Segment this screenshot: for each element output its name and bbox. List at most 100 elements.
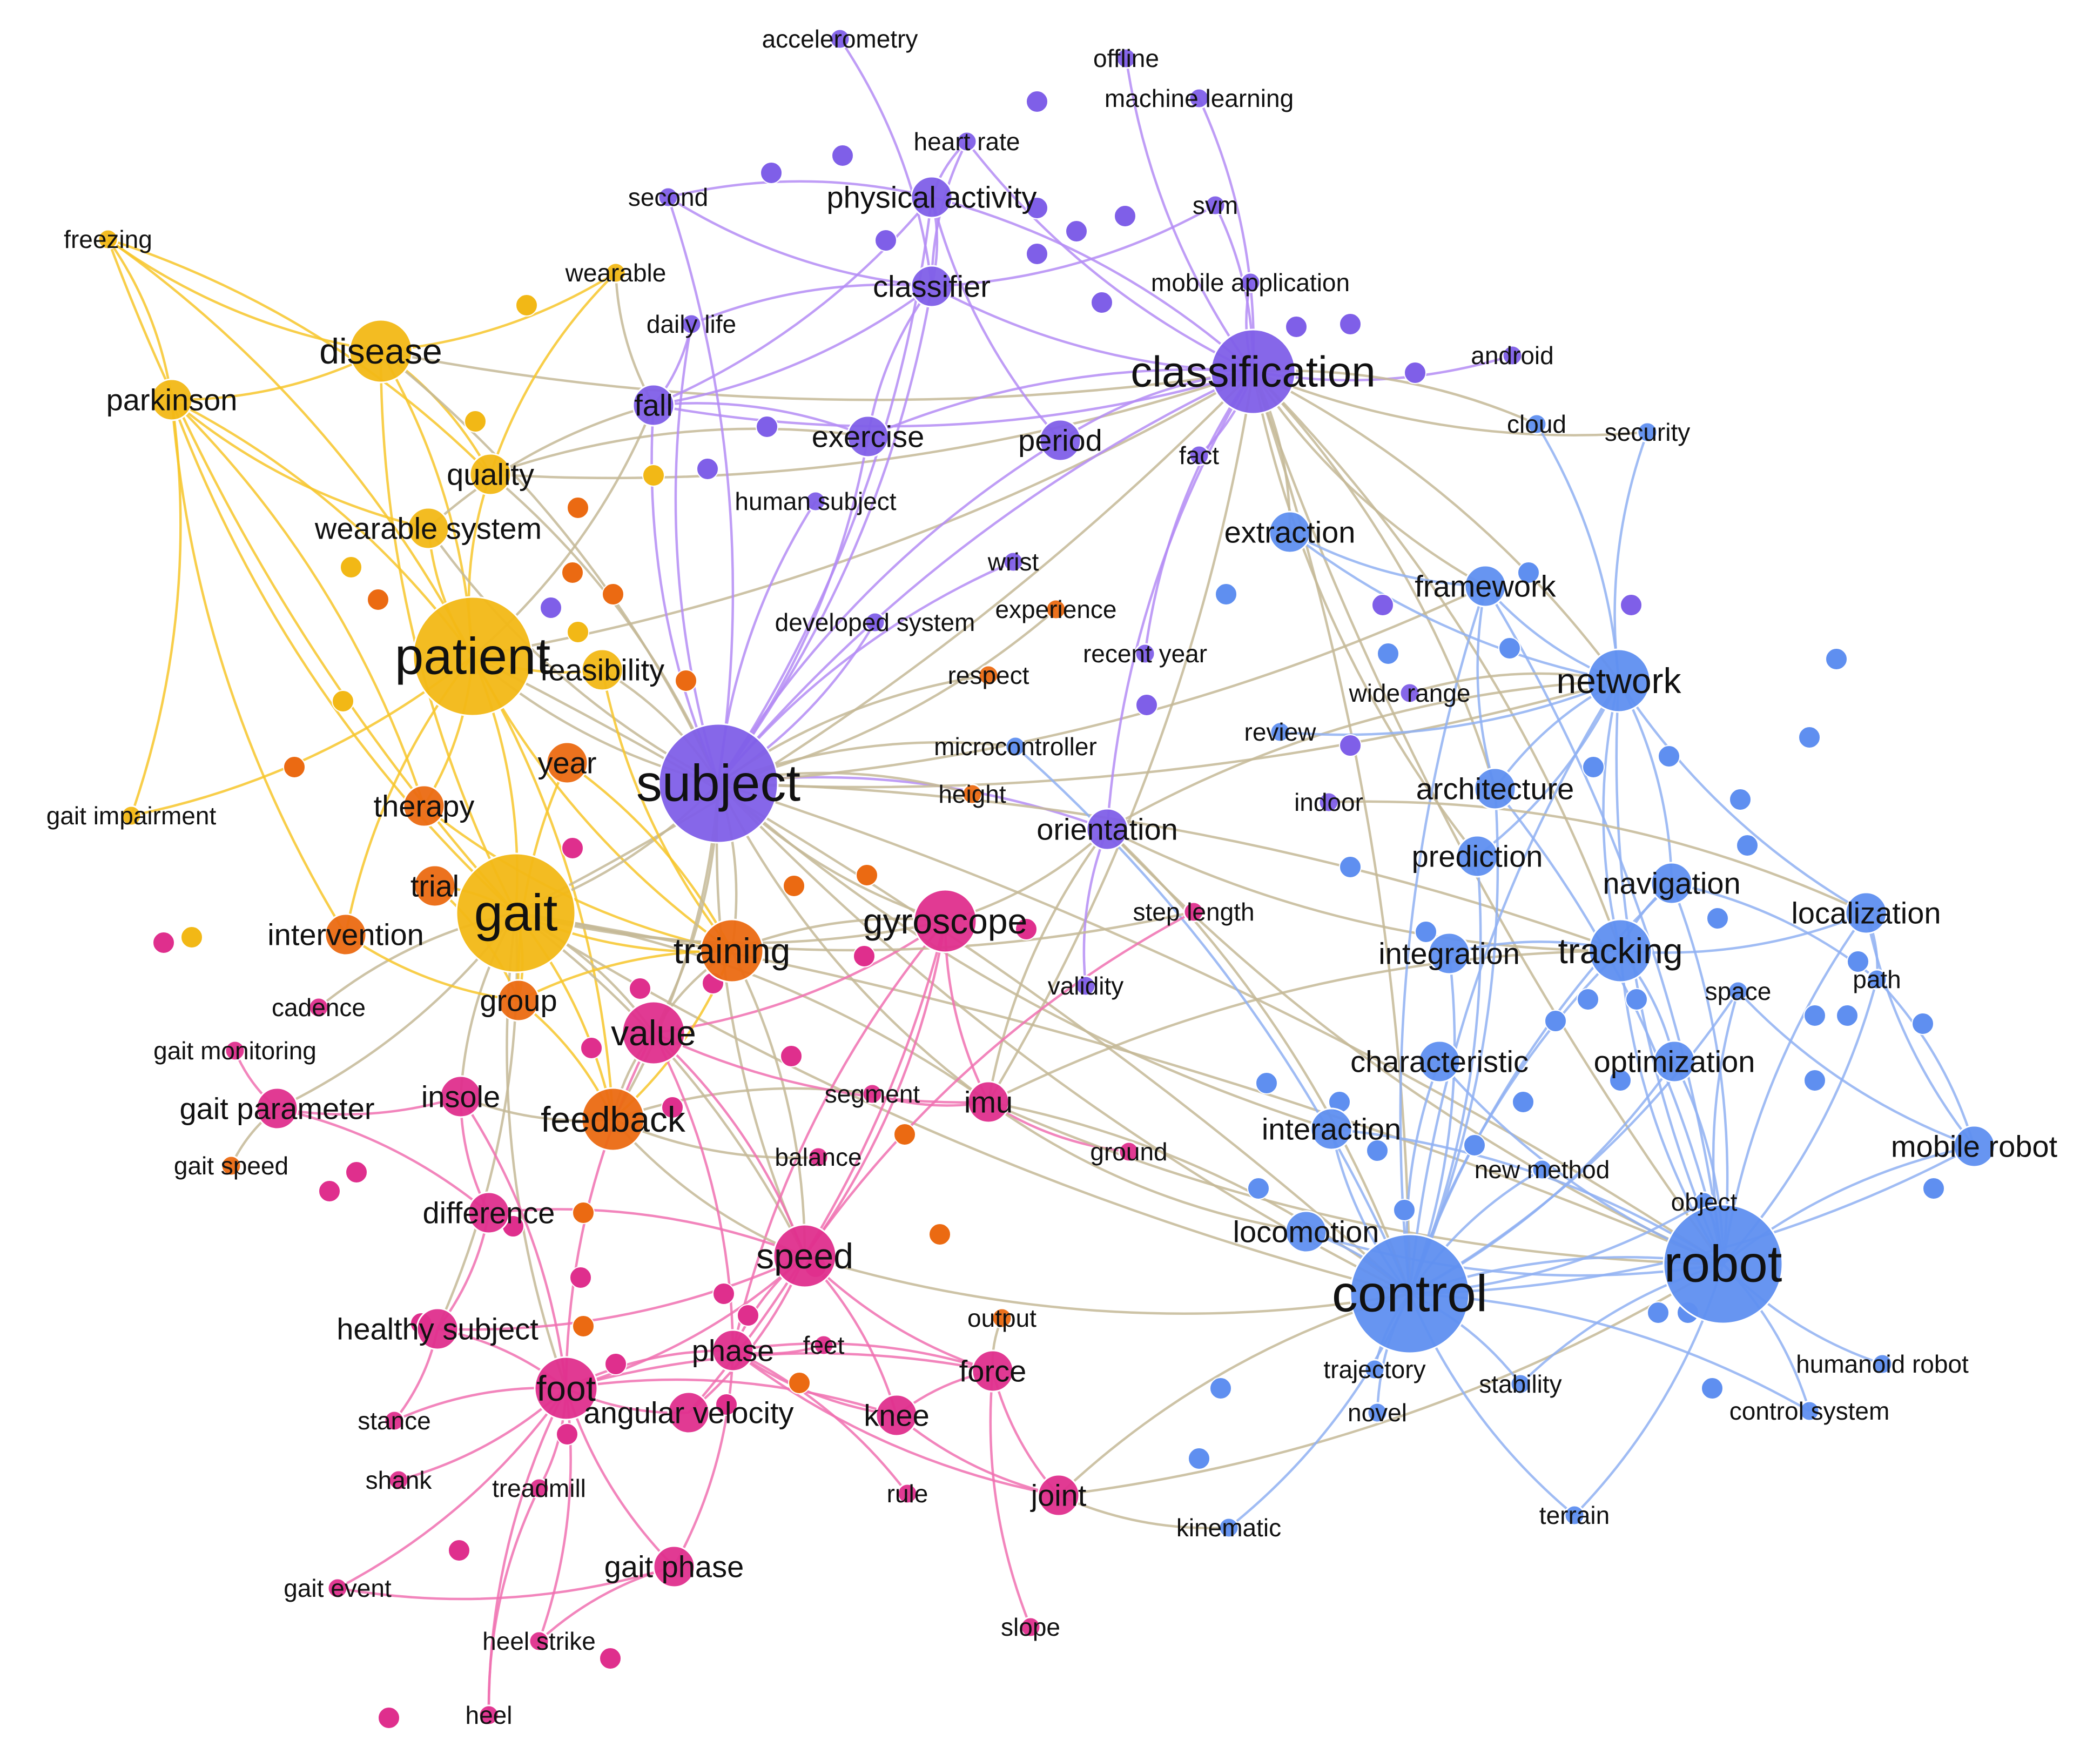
node-wearable[interactable] — [605, 262, 627, 284]
node-output[interactable] — [991, 1307, 1013, 1329]
node-trajectory[interactable] — [1364, 1359, 1385, 1380]
node-exercise[interactable] — [846, 415, 890, 458]
node-freezing[interactable] — [97, 229, 119, 250]
node-joint[interactable] — [1037, 1474, 1080, 1517]
node-offline[interactable] — [1115, 48, 1137, 69]
node-speed[interactable] — [772, 1224, 837, 1288]
node-classifier[interactable] — [910, 265, 953, 308]
node-fact[interactable] — [1188, 445, 1210, 466]
node-heel-strike[interactable] — [528, 1630, 550, 1652]
node-wrist[interactable] — [1002, 551, 1024, 573]
node-respect[interactable] — [978, 664, 999, 686]
node-trial[interactable] — [413, 864, 456, 908]
node-gait[interactable] — [455, 852, 576, 973]
node-space[interactable] — [1727, 980, 1749, 1002]
node-accelerometry[interactable] — [829, 28, 851, 50]
node-period[interactable] — [1039, 419, 1082, 462]
node-height[interactable] — [961, 783, 983, 805]
node-novel[interactable] — [1367, 1402, 1388, 1423]
node-treadmill[interactable] — [528, 1477, 550, 1499]
node-indoor[interactable] — [1318, 791, 1340, 813]
node-path[interactable] — [1866, 969, 1888, 990]
node-gait-event[interactable] — [327, 1577, 348, 1599]
node-control-system[interactable] — [1799, 1400, 1820, 1422]
node-navigation[interactable] — [1650, 862, 1693, 905]
node-characteristic[interactable] — [1418, 1040, 1461, 1083]
node-gait-phase[interactable] — [652, 1545, 696, 1588]
node-intervention[interactable] — [324, 913, 367, 956]
node-kinematic[interactable] — [1218, 1517, 1240, 1538]
node-year[interactable] — [546, 741, 589, 784]
node-parkinson[interactable] — [150, 378, 193, 421]
node-rule[interactable] — [897, 1483, 918, 1504]
node-control[interactable] — [1349, 1233, 1470, 1354]
node-interaction[interactable] — [1310, 1107, 1353, 1151]
node-stance[interactable] — [383, 1410, 405, 1432]
node-shank[interactable] — [388, 1469, 409, 1491]
node-slope[interactable] — [1020, 1616, 1041, 1638]
node-orientation[interactable] — [1086, 808, 1129, 851]
node-tracking[interactable] — [1588, 918, 1653, 983]
node-review[interactable] — [1269, 721, 1291, 743]
node-gait-speed[interactable] — [220, 1155, 242, 1177]
node-wearable-system[interactable] — [407, 507, 450, 550]
node-ground[interactable] — [1118, 1141, 1140, 1163]
node-heel[interactable] — [478, 1704, 500, 1726]
node-daily-life[interactable] — [681, 313, 702, 335]
node-human-subject[interactable] — [805, 490, 826, 512]
node-therapy[interactable] — [402, 784, 446, 828]
node-foot[interactable] — [534, 1356, 598, 1421]
node-disease[interactable] — [348, 319, 413, 384]
node-difference[interactable] — [467, 1191, 510, 1234]
node-validity[interactable] — [1075, 975, 1096, 997]
node-feasibility[interactable] — [581, 648, 624, 691]
node-gait-impairment[interactable] — [120, 805, 142, 827]
node-android[interactable] — [1502, 345, 1523, 366]
node-architecture[interactable] — [1473, 767, 1517, 810]
node-subject[interactable] — [658, 723, 779, 844]
node-localization[interactable] — [1845, 891, 1888, 935]
node-quality[interactable] — [469, 453, 512, 496]
node-balance[interactable] — [807, 1146, 829, 1168]
node-gait-parameter[interactable] — [255, 1087, 299, 1130]
node-insole[interactable] — [439, 1075, 482, 1118]
node-stability[interactable] — [1510, 1373, 1531, 1395]
node-fall[interactable] — [632, 384, 675, 427]
node-network[interactable] — [1586, 648, 1651, 713]
node-mobile-application[interactable] — [1240, 272, 1261, 293]
node-physical-activity[interactable] — [910, 176, 953, 219]
node-wide-range[interactable] — [1399, 682, 1421, 704]
node-feet[interactable] — [813, 1334, 834, 1356]
node-classification[interactable] — [1210, 328, 1296, 415]
node-heart-rate[interactable] — [956, 131, 978, 152]
node-security[interactable] — [1637, 421, 1658, 443]
node-prediction[interactable] — [1456, 835, 1499, 878]
node-cadence[interactable] — [308, 997, 329, 1018]
node-gyroscope[interactable] — [913, 889, 978, 953]
node-extraction[interactable] — [1268, 510, 1311, 554]
node-microcontroller[interactable] — [1005, 736, 1026, 757]
node-gait-monitoring[interactable] — [224, 1040, 246, 1061]
node-integration[interactable] — [1428, 932, 1471, 975]
node-experience[interactable] — [1045, 599, 1067, 620]
node-patient[interactable] — [412, 596, 533, 717]
node-machine-learning[interactable] — [1188, 88, 1210, 109]
node-training[interactable] — [699, 918, 764, 983]
node-svm[interactable] — [1204, 194, 1226, 216]
node-terrain[interactable] — [1564, 1504, 1585, 1526]
node-knee[interactable] — [875, 1394, 918, 1437]
node-optimization[interactable] — [1653, 1040, 1696, 1083]
node-feedback[interactable] — [581, 1087, 645, 1152]
node-step-length[interactable] — [1183, 901, 1204, 923]
node-recent-year[interactable] — [1134, 643, 1156, 664]
node-locomotion[interactable] — [1284, 1210, 1328, 1253]
node-phase[interactable] — [711, 1329, 755, 1372]
node-second[interactable] — [657, 186, 679, 208]
node-cloud[interactable] — [1526, 413, 1547, 435]
node-robot[interactable] — [1662, 1204, 1783, 1325]
node-healthy-subject[interactable] — [416, 1307, 459, 1350]
node-humanoid-robot[interactable] — [1872, 1353, 1893, 1375]
node-framework[interactable] — [1464, 565, 1507, 608]
node-new-method[interactable] — [1531, 1159, 1553, 1180]
node-mobile-robot[interactable] — [1953, 1125, 1996, 1168]
